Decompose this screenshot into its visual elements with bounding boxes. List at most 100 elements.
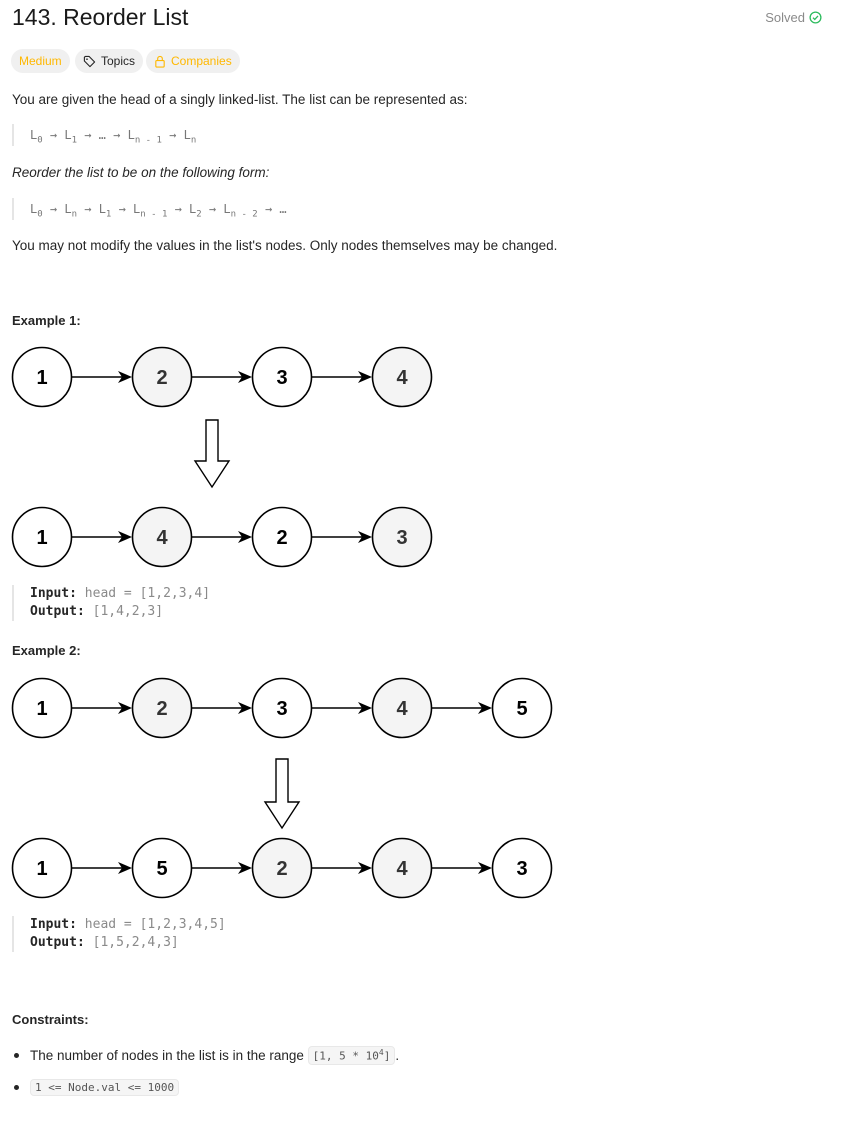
arrowhead bbox=[238, 371, 252, 383]
topics-button[interactable]: Topics bbox=[75, 49, 144, 73]
formula-part: L bbox=[133, 202, 141, 216]
list-node bbox=[11, 506, 73, 568]
bullet bbox=[14, 1085, 19, 1090]
node-value: 3 bbox=[276, 367, 287, 389]
arrowhead bbox=[238, 862, 252, 874]
node-value: 4 bbox=[396, 367, 408, 389]
arrowhead bbox=[478, 702, 492, 714]
transform-arrow bbox=[193, 419, 231, 489]
formula-part: → … → bbox=[77, 128, 128, 142]
formula-part: → bbox=[201, 202, 224, 216]
node-value: 1 bbox=[36, 858, 47, 880]
formula-part: n - 1 bbox=[140, 209, 168, 220]
list-node bbox=[251, 506, 313, 568]
companies-label: Companies bbox=[171, 54, 232, 68]
example-1-io: Input: head = [1,2,3,4] Output: [1,4,2,3… bbox=[12, 585, 210, 621]
list-node bbox=[131, 837, 193, 899]
arrowhead bbox=[358, 862, 372, 874]
list-node bbox=[371, 506, 433, 568]
list-node bbox=[11, 346, 73, 408]
arrowhead bbox=[118, 702, 132, 714]
reorder-text: Reorder the list to be on the following … bbox=[12, 165, 270, 180]
output-label: Output: bbox=[30, 604, 85, 619]
list-node bbox=[371, 837, 433, 899]
lock-icon bbox=[155, 55, 165, 68]
intro-text: You are given the head of a singly linke… bbox=[12, 92, 468, 107]
formula-part: 2 bbox=[196, 209, 202, 220]
node-value: 4 bbox=[156, 527, 168, 549]
list-node bbox=[131, 506, 193, 568]
arrowhead bbox=[358, 702, 372, 714]
example-2-title: Example 2: bbox=[12, 643, 81, 658]
node-value: 4 bbox=[396, 698, 408, 720]
constraint-item: The number of nodes in the list is in th… bbox=[12, 1046, 399, 1065]
list-node bbox=[251, 677, 313, 739]
solved-label: Solved bbox=[765, 10, 805, 25]
formula-part: L bbox=[189, 202, 197, 216]
formula-part: n - 1 bbox=[134, 135, 162, 146]
list-node bbox=[371, 677, 433, 739]
formula-part: L bbox=[183, 128, 191, 142]
code-end: ] bbox=[383, 1049, 391, 1063]
node-value: 1 bbox=[36, 527, 47, 549]
example-1-title: Example 1: bbox=[12, 313, 81, 328]
node-value: 5 bbox=[156, 858, 167, 880]
topics-label: Topics bbox=[101, 54, 136, 68]
formula-part: → bbox=[77, 202, 99, 216]
difficulty-label: Medium bbox=[19, 54, 62, 68]
node-value: 5 bbox=[516, 698, 527, 720]
formula-part: n bbox=[71, 209, 77, 220]
formula-part: L bbox=[64, 202, 72, 216]
bullet bbox=[14, 1052, 19, 1058]
formula-part: L bbox=[30, 202, 38, 216]
formula-part: → bbox=[42, 202, 65, 216]
list-node bbox=[131, 677, 193, 739]
constraint-code: 1 <= Node.val <= 1000 bbox=[30, 1079, 180, 1096]
input-value: head = [1,2,3,4] bbox=[84, 586, 211, 601]
formula-part: 0 bbox=[37, 135, 43, 146]
list-form-reordered: L0 → Ln → L1 → Ln - 1 → L2 → Ln - 2 → … bbox=[12, 198, 287, 220]
arrowhead bbox=[358, 371, 372, 383]
list-node bbox=[11, 677, 73, 739]
arrowhead bbox=[118, 371, 132, 383]
page-title: 143. Reorder List bbox=[12, 4, 189, 30]
list-node bbox=[371, 346, 433, 408]
formula-part: → bbox=[42, 128, 65, 142]
formula-part: → … bbox=[257, 202, 287, 216]
formula-part: → bbox=[111, 202, 134, 216]
list-node bbox=[491, 837, 553, 899]
period: . bbox=[395, 1047, 400, 1063]
formula-part: n - 2 bbox=[230, 209, 258, 220]
code-text: [1, 5 * 10 bbox=[312, 1049, 379, 1063]
list-node bbox=[11, 837, 73, 899]
node-value: 3 bbox=[516, 858, 527, 880]
node-value: 3 bbox=[396, 527, 407, 549]
formula-part: 1 bbox=[105, 209, 112, 220]
node-value: 1 bbox=[36, 698, 47, 720]
exponent: 4 bbox=[378, 1048, 384, 1057]
output-value: [1,5,2,4,3] bbox=[92, 935, 179, 950]
constraint-code: [1, 5 * 104] bbox=[307, 1046, 396, 1065]
formula-part: L bbox=[98, 202, 106, 216]
formula-part: 0 bbox=[37, 209, 43, 220]
companies-button[interactable]: Companies bbox=[146, 49, 240, 73]
check-circle-icon bbox=[809, 11, 822, 24]
tag-icon bbox=[83, 55, 96, 67]
note-text: You may not modify the values in the lis… bbox=[12, 238, 558, 253]
arrowhead bbox=[118, 531, 132, 543]
input-label: Input: bbox=[30, 917, 77, 932]
transform-arrow bbox=[263, 758, 301, 830]
node-value: 2 bbox=[156, 367, 167, 389]
input-value: head = [1,2,3,4,5] bbox=[84, 917, 226, 932]
difficulty-badge[interactable]: Medium bbox=[11, 49, 70, 73]
formula-part: L bbox=[223, 202, 231, 216]
constraint-text: The number of nodes in the list is in th… bbox=[30, 1047, 308, 1063]
input-label: Input: bbox=[30, 586, 77, 601]
formula-part: n bbox=[190, 135, 197, 146]
node-value: 2 bbox=[276, 527, 287, 549]
arrowhead bbox=[358, 531, 372, 543]
node-value: 4 bbox=[396, 858, 408, 880]
formula-part: → bbox=[167, 202, 190, 216]
formula-part: L bbox=[30, 128, 38, 142]
constraints-title: Constraints: bbox=[12, 1012, 89, 1027]
